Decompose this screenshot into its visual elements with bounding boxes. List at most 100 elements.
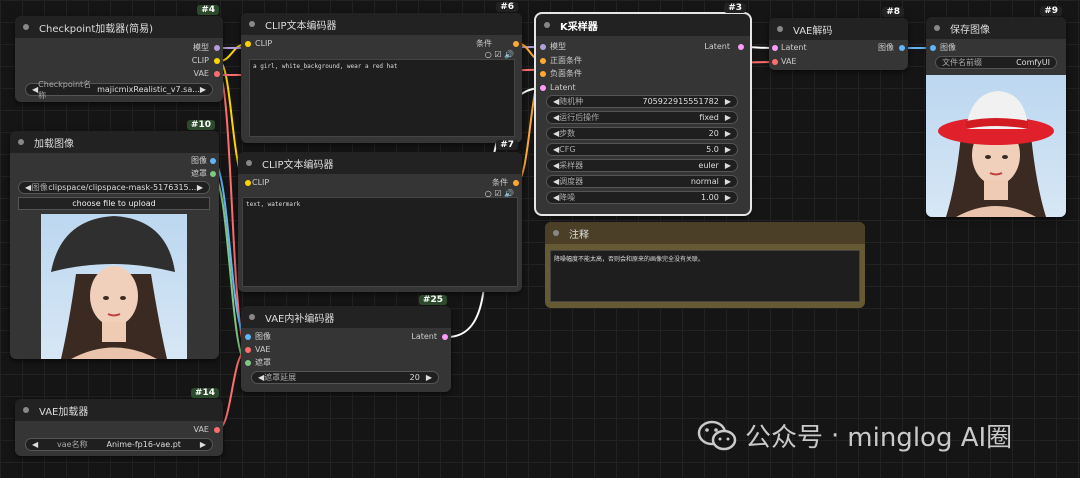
output-socket-clip[interactable] [214, 58, 220, 64]
node-header[interactable]: 保存图像 [926, 17, 1066, 39]
input-socket-image[interactable] [930, 45, 936, 51]
node-toolbar-icons[interactable]: ○ ☑ 🔊 [484, 189, 514, 198]
node-header[interactable]: VAE解码 [769, 18, 908, 40]
arrow-right-icon[interactable]: ▶ [724, 97, 731, 106]
collapse-dot-icon[interactable] [777, 26, 783, 32]
node-header[interactable]: CLIP文本编码器 [238, 152, 522, 174]
checkpoint-loader-node[interactable]: #4 Checkpoint加载器(简易) 模型 CLIP VAE ◀ Check… [15, 5, 223, 102]
widget-value: fixed [699, 113, 719, 122]
output-socket-image[interactable] [899, 45, 905, 51]
choose-file-button[interactable]: choose file to upload [18, 197, 210, 210]
note-textarea[interactable]: 降噪幅度不能太高，否则会和原来的画像完全没有关联。 [550, 250, 860, 302]
collapse-dot-icon[interactable] [553, 230, 559, 236]
clip-text-encoder-negative-node[interactable]: #7 CLIP文本编码器 CLIP 条件 ○ ☑ 🔊 text, waterma… [238, 140, 522, 292]
vae-decode-node[interactable]: #8 VAE解码 Latent VAE 图像 [769, 7, 908, 70]
input-label-image: 图像 [940, 43, 956, 52]
prompt-textarea[interactable]: text, watermark [242, 197, 518, 287]
output-socket-condition[interactable] [513, 41, 519, 47]
clip-text-encoder-positive-node[interactable]: #6 CLIP文本编码器 CLIP 条件 ○ ☑ 🔊 a girl, white… [241, 2, 522, 143]
arrow-right-icon[interactable]: ▶ [724, 129, 731, 138]
collapse-dot-icon[interactable] [544, 22, 550, 28]
arrow-left-icon[interactable]: ◀ [553, 129, 560, 138]
output-image-preview[interactable] [926, 75, 1066, 217]
node-toolbar-icons[interactable]: ○ ☑ 🔊 [484, 50, 514, 59]
arrow-left-icon[interactable]: ◀ [32, 440, 39, 449]
output-socket-latent[interactable] [738, 44, 744, 50]
output-socket-vae[interactable] [214, 427, 220, 433]
output-socket-mask[interactable] [210, 171, 216, 177]
arrow-right-icon[interactable]: ▶ [724, 113, 731, 122]
node-header[interactable]: K采样器 [536, 14, 750, 36]
arrow-right-icon[interactable]: ▶ [199, 440, 206, 449]
arrow-right-icon[interactable]: ▶ [724, 161, 731, 170]
arrow-left-icon[interactable]: ◀ [553, 193, 560, 202]
input-socket-mask[interactable] [245, 360, 251, 366]
arrow-right-icon[interactable]: ▶ [199, 85, 206, 94]
input-socket-image[interactable] [245, 334, 251, 340]
node-header[interactable]: VAE内补编码器 [241, 306, 451, 328]
input-socket-latent[interactable] [772, 45, 778, 51]
collapse-dot-icon[interactable] [23, 407, 29, 413]
arrow-right-icon[interactable]: ▶ [724, 193, 731, 202]
input-socket-negative[interactable] [540, 71, 546, 77]
arrow-left-icon[interactable]: ◀ [553, 161, 560, 170]
collapse-dot-icon[interactable] [249, 21, 255, 27]
checkpoint-name-select[interactable]: ◀ Checkpoint名称 majicmixRealistic_v7.sa..… [25, 80, 213, 100]
input-image-preview[interactable] [41, 214, 187, 359]
arrow-left-icon[interactable]: ◀ [32, 85, 39, 94]
arrow-right-icon[interactable]: ▶ [196, 183, 203, 192]
arrow-right-icon[interactable]: ▶ [425, 373, 432, 382]
arrow-left-icon[interactable]: ◀ [553, 97, 560, 106]
node-header[interactable]: CLIP文本编码器 [241, 13, 522, 35]
input-socket-vae[interactable] [772, 59, 778, 65]
node-header[interactable]: Checkpoint加载器(简易) [15, 16, 223, 38]
arrow-left-icon[interactable]: ◀ [553, 113, 560, 122]
arrow-left-icon[interactable]: ◀ [553, 177, 560, 186]
input-socket-latent[interactable] [540, 85, 546, 91]
output-socket-model[interactable] [214, 45, 220, 51]
output-socket-condition[interactable] [513, 180, 519, 186]
arrow-left-icon[interactable]: ◀ [553, 145, 560, 154]
node-header[interactable]: 注释 [545, 222, 865, 244]
arrow-right-icon[interactable]: ▶ [724, 145, 731, 154]
output-socket-latent[interactable] [442, 334, 448, 340]
input-socket-vae[interactable] [245, 347, 251, 353]
output-label-image: 图像 [878, 43, 894, 52]
input-socket-model[interactable] [540, 44, 546, 50]
arrow-left-icon[interactable]: ◀ [25, 183, 32, 192]
prompt-textarea[interactable]: a girl, white_background, wear a red hat [249, 59, 515, 137]
collapse-dot-icon[interactable] [246, 160, 252, 166]
node-title: VAE内补编码器 [265, 313, 335, 325]
output-socket-image[interactable] [210, 158, 216, 164]
input-socket-positive[interactable] [540, 58, 546, 64]
collapse-dot-icon[interactable] [23, 24, 29, 30]
note-node[interactable]: 注释 降噪幅度不能太高，否则会和原来的画像完全没有关联。 [545, 222, 865, 308]
output-socket-vae[interactable] [214, 71, 220, 77]
node-header[interactable]: 加载图像 [10, 131, 219, 153]
widget-label: 文件名前缀 [942, 58, 982, 67]
node-header[interactable]: VAE加载器 [15, 399, 223, 421]
collapse-dot-icon[interactable] [934, 25, 940, 31]
collapse-dot-icon[interactable] [249, 314, 255, 320]
arrow-left-icon[interactable]: ◀ [258, 373, 265, 382]
input-socket-clip[interactable] [245, 180, 251, 186]
arrow-right-icon[interactable]: ▶ [724, 177, 731, 186]
input-socket-clip[interactable] [245, 41, 251, 47]
collapse-dot-icon[interactable] [18, 139, 24, 145]
